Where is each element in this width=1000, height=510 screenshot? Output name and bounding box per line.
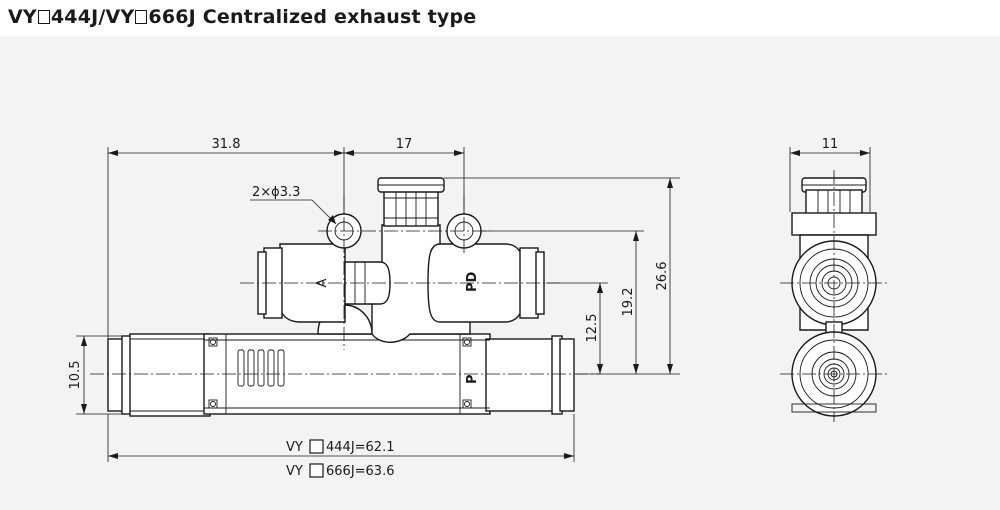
side-view: 11 xyxy=(780,137,888,422)
title-prefix: VY xyxy=(8,6,37,28)
dim-17-label: 17 xyxy=(396,137,413,152)
dim-12-5: 12.5 xyxy=(546,282,608,374)
placeholder-box-icon xyxy=(309,439,324,454)
technical-drawing: PD P A 31.8 17 2 xyxy=(68,137,888,479)
placeholder-box-icon xyxy=(135,10,148,24)
hole-callout: 2×ϕ3.3 xyxy=(250,185,337,225)
hole-callout-label: 2×ϕ3.3 xyxy=(252,185,300,200)
dim-overall-length: VY 444J=62.1 VY 666J=63.6 xyxy=(107,414,575,479)
title-bar: VY 444J/VY 666J Centralized exhaust type xyxy=(0,0,1000,36)
len444-prefix: VY xyxy=(286,440,303,455)
upper-manifold xyxy=(257,177,545,343)
dim-31-8: 31.8 xyxy=(107,137,345,338)
dim-26-6-label: 26.6 xyxy=(655,262,670,291)
placeholder-box-icon xyxy=(309,463,324,478)
dim-10-5-label: 10.5 xyxy=(68,361,83,390)
dim-11-label: 11 xyxy=(822,137,839,152)
p-port-label: P xyxy=(465,374,480,384)
pd-port-label: PD xyxy=(465,271,480,292)
dim-11: 11 xyxy=(789,137,871,212)
dim-12-5-label: 12.5 xyxy=(585,314,600,343)
dim-19-2: 19.2 xyxy=(482,230,644,374)
dim-31-8-label: 31.8 xyxy=(212,137,241,152)
dim-19-2-label: 19.2 xyxy=(621,288,636,317)
dim-26-6: 26.6 xyxy=(444,177,680,375)
dim-17: 17 xyxy=(344,137,465,214)
exhaust-slots xyxy=(237,349,285,387)
screws xyxy=(208,337,472,409)
len666-label: 666J=63.6 xyxy=(326,464,395,479)
title-part1: 444J/VY xyxy=(50,6,135,28)
drawing-canvas: PD P A 31.8 17 2 xyxy=(0,36,1000,510)
main-body xyxy=(107,333,575,417)
front-view: PD P A 31.8 17 2 xyxy=(68,137,680,479)
page-title: VY 444J/VY 666J Centralized exhaust type xyxy=(8,6,476,28)
dim-10-5: 10.5 xyxy=(68,335,124,415)
flow-arrow-label: A xyxy=(315,278,330,287)
len444-label: 444J=62.1 xyxy=(326,440,395,455)
len666-prefix: VY xyxy=(286,464,303,479)
title-part2: 666J Centralized exhaust type xyxy=(148,6,477,28)
placeholder-box-icon xyxy=(37,10,50,24)
